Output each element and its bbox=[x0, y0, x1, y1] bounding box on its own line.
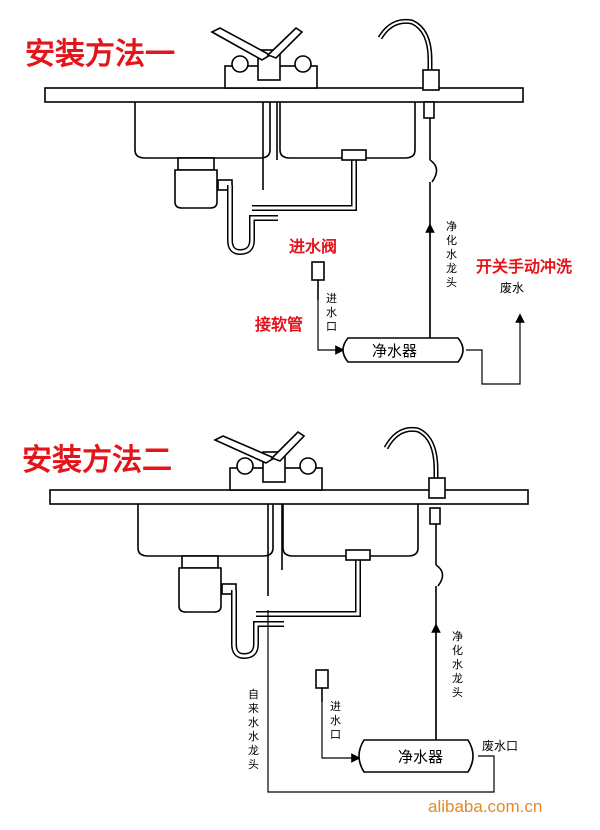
svg-text:头: 头 bbox=[452, 686, 463, 699]
svg-text:化: 化 bbox=[452, 643, 463, 657]
purifier-2: 净水器 bbox=[358, 739, 474, 773]
waste-label-1: 废水 bbox=[500, 280, 524, 295]
tap-line-2 bbox=[267, 610, 495, 793]
method2-diagram: 安装方法二 bbox=[22, 426, 529, 793]
inlet-line-1 bbox=[317, 300, 345, 355]
purifier-label-1: 净水器 bbox=[372, 342, 417, 360]
connect-hose-label: 接软管 bbox=[255, 315, 303, 334]
drain-assembly-2 bbox=[178, 549, 371, 660]
svg-text:来: 来 bbox=[248, 702, 259, 715]
waste-line-1 bbox=[466, 313, 525, 385]
svg-text:净: 净 bbox=[452, 629, 463, 643]
inlet-port-label-2: 进 水 口 bbox=[330, 700, 341, 741]
drain-assembly-1 bbox=[174, 149, 367, 256]
svg-text:口: 口 bbox=[330, 728, 341, 741]
kitchen-faucet-1 bbox=[210, 26, 318, 190]
inlet-valve-1 bbox=[311, 261, 325, 300]
svg-text:水: 水 bbox=[248, 730, 259, 743]
method1-title: 安装方法一 bbox=[25, 37, 175, 72]
svg-text:进: 进 bbox=[330, 700, 341, 713]
svg-text:进: 进 bbox=[326, 292, 337, 305]
svg-text:水: 水 bbox=[446, 248, 457, 261]
method2-title: 安装方法二 bbox=[22, 443, 172, 478]
inlet-valve-2 bbox=[315, 669, 329, 702]
countertop-1 bbox=[44, 87, 524, 103]
sink-basin-right-2 bbox=[282, 504, 419, 557]
svg-text:净: 净 bbox=[446, 219, 457, 233]
svg-text:化: 化 bbox=[446, 233, 457, 247]
svg-text:龙: 龙 bbox=[446, 262, 457, 275]
flush-switch-label: 开关手动冲洗 bbox=[476, 257, 572, 276]
inlet-port-label-1: 进 水 口 bbox=[326, 292, 337, 333]
purifier-1: 净水器 bbox=[342, 337, 464, 363]
svg-text:自: 自 bbox=[248, 688, 259, 701]
svg-text:龙: 龙 bbox=[452, 672, 463, 685]
svg-text:头: 头 bbox=[446, 276, 457, 289]
waste-port-label-2: 废水口 bbox=[482, 738, 518, 753]
kitchen-faucet-2 bbox=[213, 430, 323, 596]
svg-text:口: 口 bbox=[326, 320, 337, 333]
inlet-valve-label: 进水阀 bbox=[289, 237, 337, 256]
svg-text:龙: 龙 bbox=[248, 744, 259, 757]
watermark: alibaba.com.cn bbox=[428, 797, 542, 816]
svg-text:头: 头 bbox=[248, 758, 259, 771]
svg-text:水: 水 bbox=[326, 306, 337, 319]
faucet-label-2: 净 化 水 龙 头 bbox=[452, 629, 463, 699]
method1-diagram: 安装方法一 bbox=[25, 18, 572, 385]
svg-text:水: 水 bbox=[248, 716, 259, 729]
sink-basin-left-1 bbox=[134, 102, 271, 159]
svg-text:水: 水 bbox=[452, 658, 463, 671]
sink-basin-left-2 bbox=[137, 504, 274, 557]
tap-label-2: 自 来 水 水 龙 头 bbox=[248, 688, 259, 771]
faucet-label-1: 净 化 水 龙 头 bbox=[446, 219, 457, 289]
inlet-line-2 bbox=[321, 702, 361, 763]
svg-text:水: 水 bbox=[330, 714, 341, 727]
purifier-label-2: 净水器 bbox=[398, 748, 443, 766]
countertop-2 bbox=[49, 489, 529, 505]
